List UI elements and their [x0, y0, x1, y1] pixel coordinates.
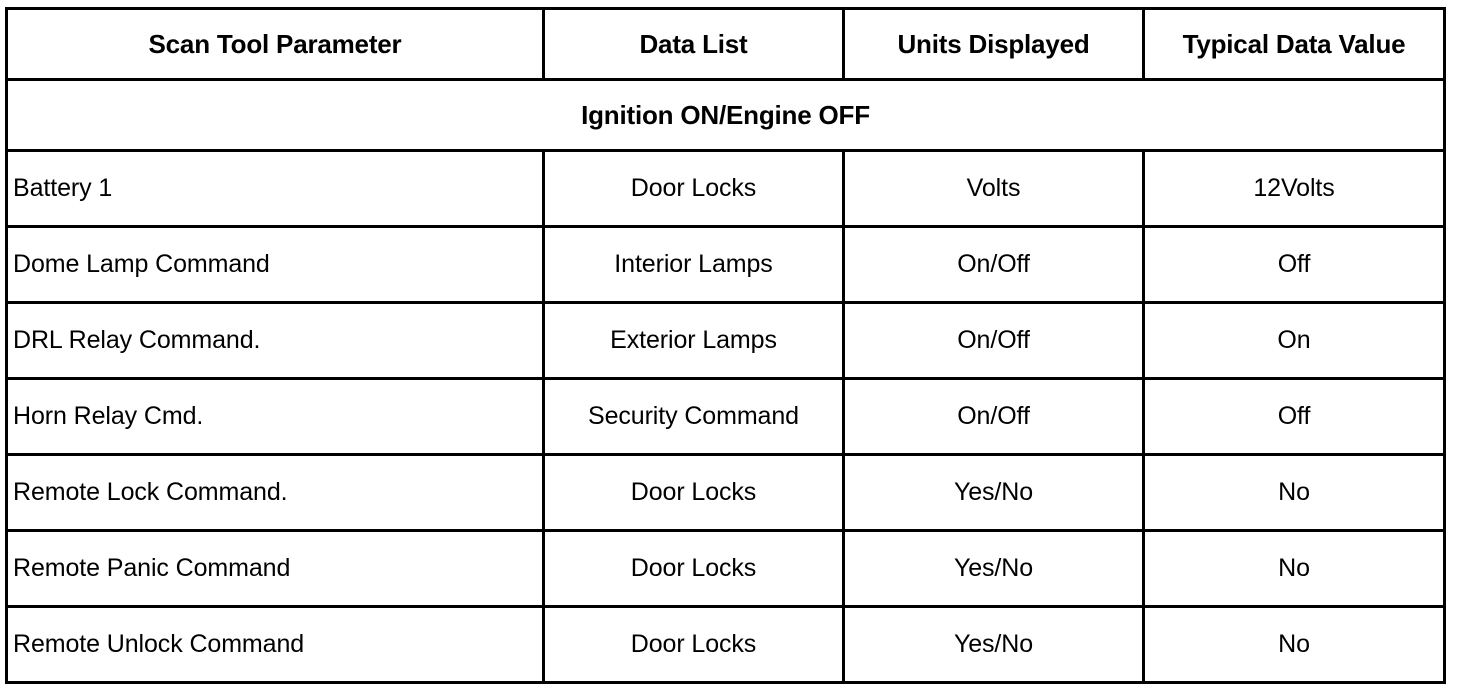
- cell-typical-value: Off: [1142, 377, 1446, 456]
- cell-parameter: Battery 1: [5, 149, 545, 228]
- cell-typical-value: No: [1142, 453, 1446, 532]
- cell-parameter: Remote Panic Command: [5, 529, 545, 608]
- cell-parameter: Horn Relay Cmd.: [5, 377, 545, 456]
- cell-data-list: Door Locks: [542, 453, 845, 532]
- cell-units: Volts: [842, 149, 1145, 228]
- cell-typical-value: No: [1142, 529, 1446, 608]
- table-row: DRL Relay Command. Exterior Lamps On/Off…: [5, 301, 1446, 380]
- cell-data-list: Security Command: [542, 377, 845, 456]
- cell-units: Yes/No: [842, 529, 1145, 608]
- table-row: Remote Lock Command. Door Locks Yes/No N…: [5, 453, 1446, 532]
- table-row: Remote Panic Command Door Locks Yes/No N…: [5, 529, 1446, 608]
- table-row: Horn Relay Cmd. Security Command On/Off …: [5, 377, 1446, 456]
- column-header-units-displayed: Units Displayed: [842, 7, 1145, 81]
- column-header-data-list: Data List: [542, 7, 845, 81]
- column-header-scan-tool-parameter: Scan Tool Parameter: [5, 7, 545, 81]
- table-row: Battery 1 Door Locks Volts 12Volts: [5, 149, 1446, 228]
- cell-typical-value: No: [1142, 605, 1446, 684]
- cell-typical-value: On: [1142, 301, 1446, 380]
- section-header-row: Ignition ON/Engine OFF: [5, 78, 1446, 152]
- cell-units: On/Off: [842, 225, 1145, 304]
- scan-tool-parameter-table: Scan Tool Parameter Data List Units Disp…: [5, 7, 1446, 684]
- table-body: Ignition ON/Engine OFF Battery 1 Door Lo…: [5, 78, 1446, 684]
- cell-parameter: Remote Lock Command.: [5, 453, 545, 532]
- cell-data-list: Door Locks: [542, 605, 845, 684]
- table-row: Dome Lamp Command Interior Lamps On/Off …: [5, 225, 1446, 304]
- cell-parameter: Dome Lamp Command: [5, 225, 545, 304]
- cell-typical-value: 12Volts: [1142, 149, 1446, 228]
- cell-typical-value: Off: [1142, 225, 1446, 304]
- table-header-row: Scan Tool Parameter Data List Units Disp…: [5, 7, 1446, 81]
- cell-data-list: Interior Lamps: [542, 225, 845, 304]
- table-header: Scan Tool Parameter Data List Units Disp…: [5, 7, 1446, 81]
- cell-data-list: Door Locks: [542, 149, 845, 228]
- cell-units: Yes/No: [842, 453, 1145, 532]
- cell-parameter: Remote Unlock Command: [5, 605, 545, 684]
- section-header-ignition-on-engine-off: Ignition ON/Engine OFF: [5, 78, 1446, 152]
- cell-data-list: Exterior Lamps: [542, 301, 845, 380]
- table-row: Remote Unlock Command Door Locks Yes/No …: [5, 605, 1446, 684]
- column-header-typical-data-value: Typical Data Value: [1142, 7, 1446, 81]
- cell-parameter: DRL Relay Command.: [5, 301, 545, 380]
- cell-units: On/Off: [842, 377, 1145, 456]
- cell-data-list: Door Locks: [542, 529, 845, 608]
- cell-units: Yes/No: [842, 605, 1145, 684]
- cell-units: On/Off: [842, 301, 1145, 380]
